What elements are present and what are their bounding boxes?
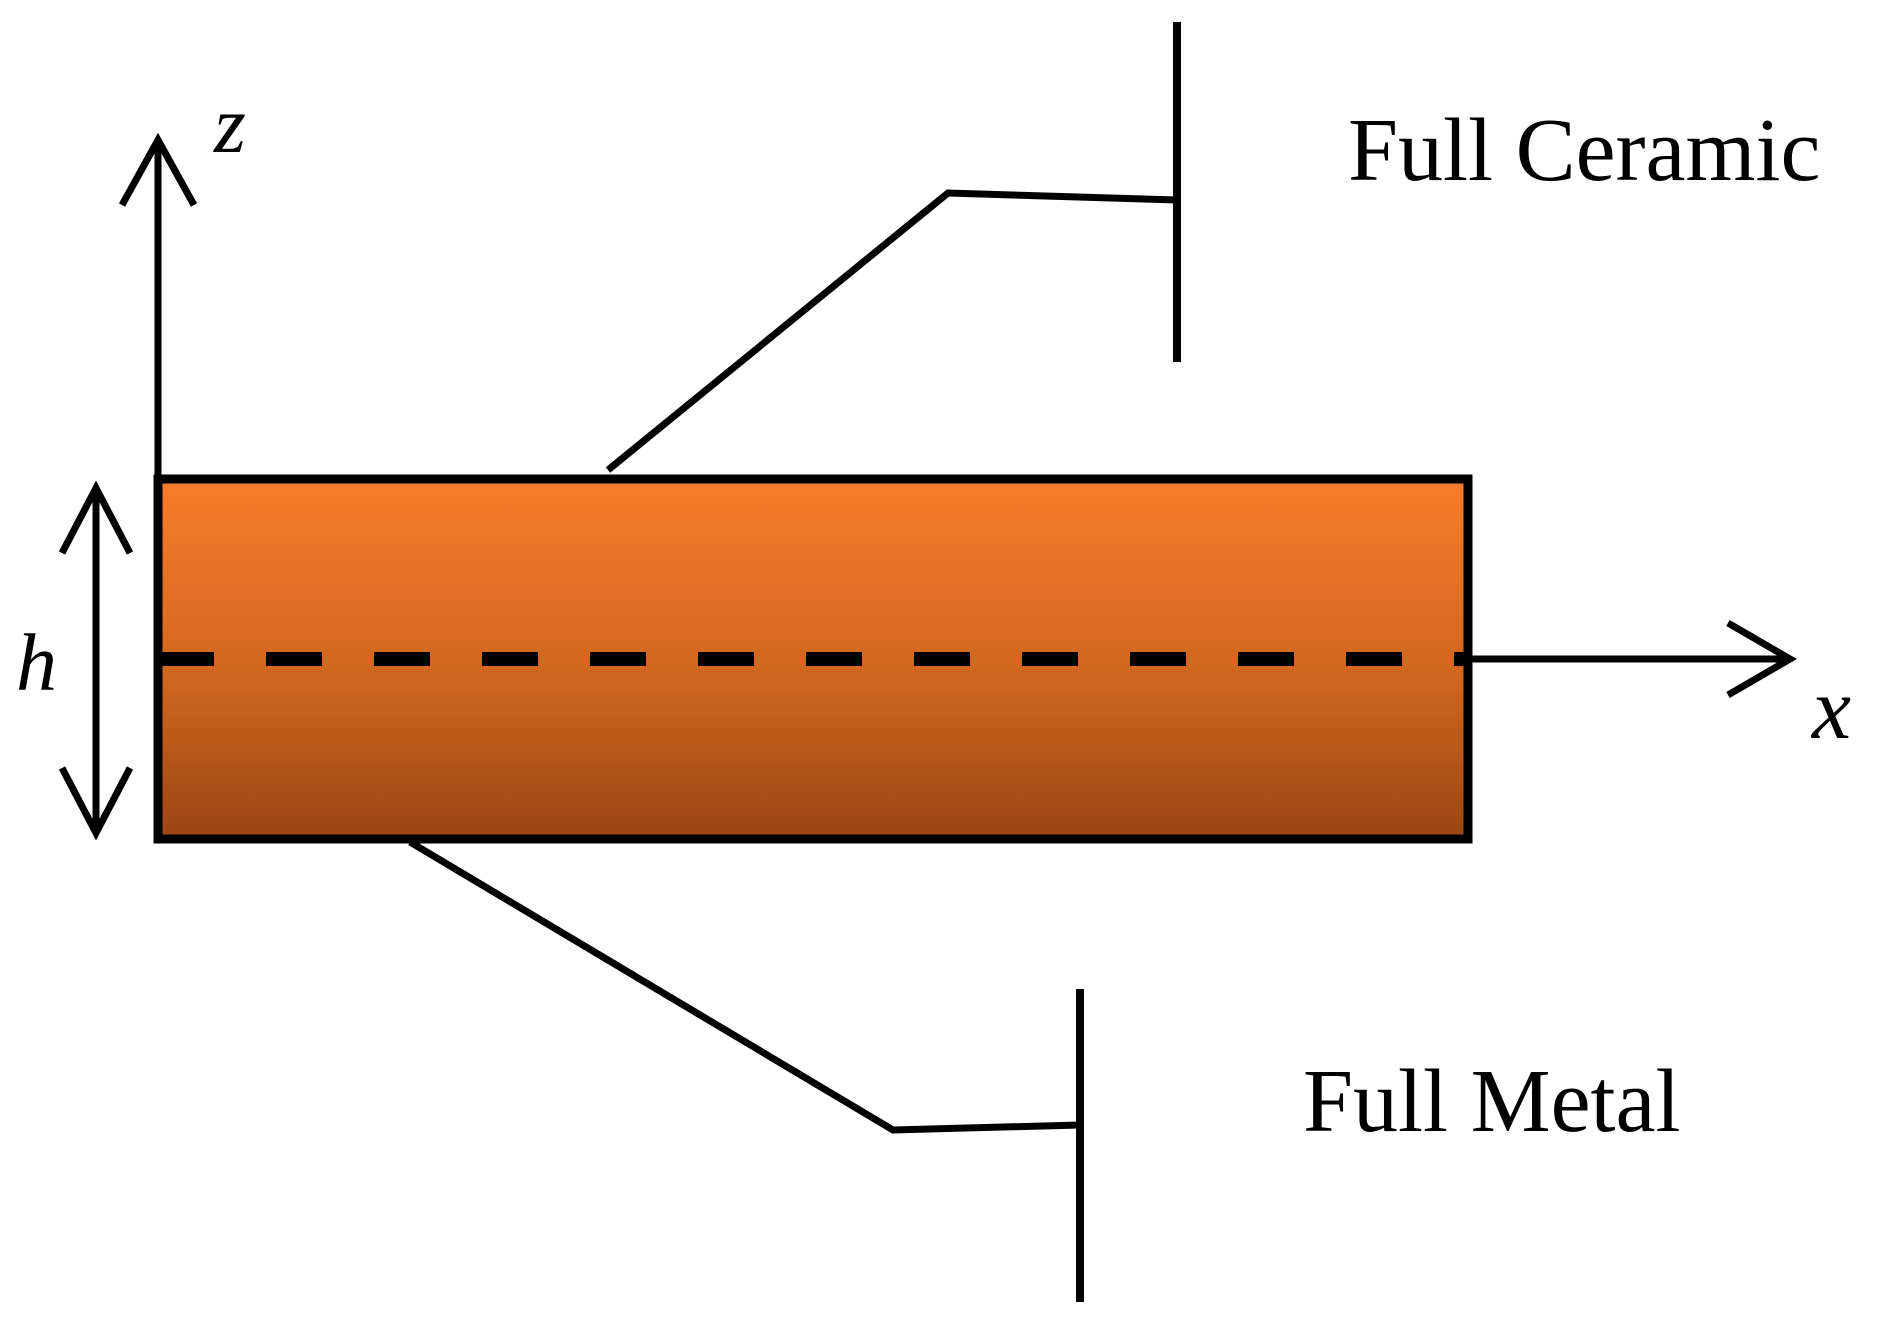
z-axis-label: z bbox=[213, 79, 246, 170]
ceramic-label: Full Ceramic bbox=[1348, 101, 1820, 200]
thickness-arrow-bottom-head bbox=[58, 766, 134, 841]
z-axis-arrowhead bbox=[118, 132, 198, 207]
metal-leader-line bbox=[408, 838, 1081, 1134]
ceramic-leader-line bbox=[605, 189, 1178, 473]
x-axis-label: x bbox=[1810, 661, 1851, 758]
thickness-label: h bbox=[16, 617, 57, 708]
metal-label: Full Metal bbox=[1303, 1052, 1681, 1151]
thickness-arrow-top-head bbox=[58, 480, 134, 555]
x-axis-arrowhead bbox=[1726, 619, 1797, 699]
